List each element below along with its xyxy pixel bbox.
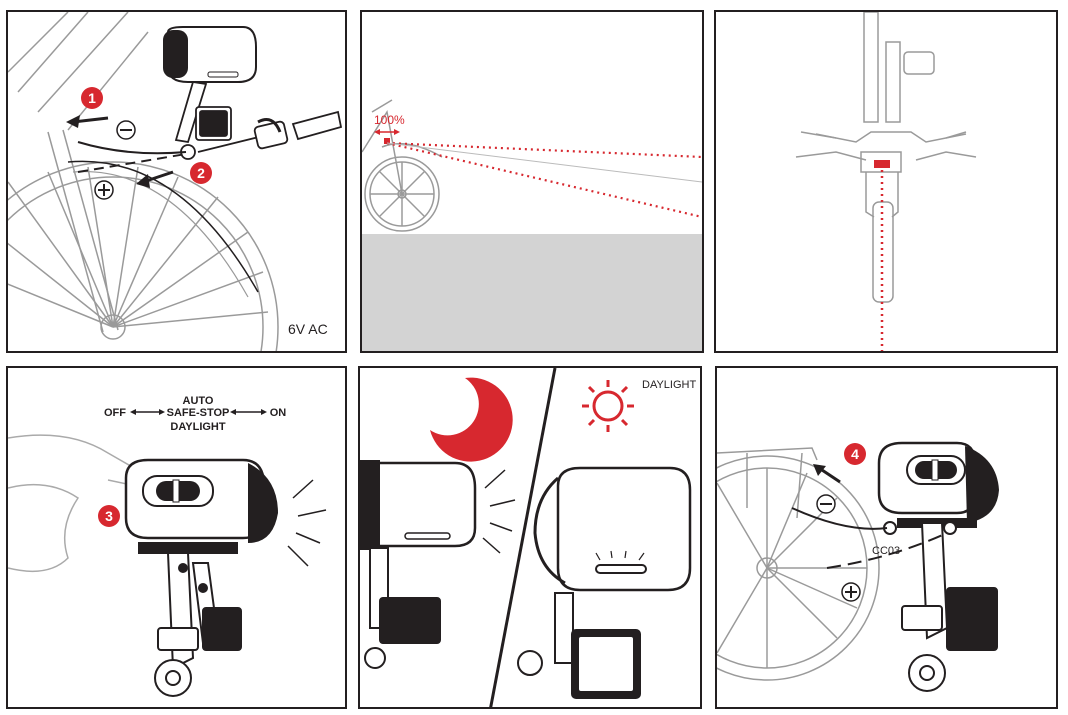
step-badge-1: 1 [81,87,103,109]
night-day-illustration: DAYLIGHT [360,368,696,707]
screwdriver [197,110,343,153]
bicycle-top [795,12,977,303]
daylight-label: DAYLIGHT [642,379,696,391]
rear-wheel [717,447,880,681]
light-rays [287,479,327,567]
headlight-night [360,460,477,669]
panel-connection: CC03 4 [715,366,1058,709]
moon-icon [430,377,513,462]
panel-top-view-alignment [714,10,1058,353]
headlight [877,441,999,528]
top-view-illustration [795,12,977,351]
step-badge-4: 4 [844,443,866,465]
plus-symbol [841,582,861,602]
headlight [163,26,257,83]
sun-icon [582,380,634,432]
mode-switch-illustration: AUTO OFF SAFE-STOP ON DAYLIGHT [8,395,327,697]
panel-mode-switch: AUTO OFF SAFE-STOP ON DAYLIGHT [6,366,347,709]
voltage-label: 6V AC [288,321,328,337]
svg-text:2: 2 [197,165,205,181]
mode-safestop-label: SAFE-STOP [167,407,230,419]
mode-off-label: OFF [104,407,126,419]
light-rays-night [482,469,516,554]
bicycle-side [362,99,443,232]
wiring-illustration: 1 2 6V AC [8,12,343,351]
front-wheel [8,161,279,351]
panel-wiring-installation: 1 2 6V AC [6,10,347,353]
connector-label: CC03 [872,545,900,557]
headlight-daylight [517,466,692,699]
mode-on-label: ON [270,407,287,419]
svg-text:1: 1 [88,90,96,106]
svg-text:4: 4 [851,446,859,462]
beam-illustration: 100% [362,99,702,351]
step-badge-2: 2 [190,162,212,184]
minus-symbol [116,120,136,140]
step-badge-3: 3 [98,505,120,527]
beam-percent-label: 100% [374,113,405,127]
minus-symbol [816,494,836,514]
panel-night-day: DAYLIGHT [358,366,702,709]
ground [362,234,702,351]
svg-text:3: 3 [105,508,113,524]
mode-daylight-label: DAYLIGHT [170,421,225,433]
connection-illustration: CC03 4 [717,441,999,692]
mode-auto-label: AUTO [183,395,214,407]
panel-beam-alignment: 100% [360,10,704,353]
plus-symbol [94,180,114,200]
headlight [124,458,278,554]
